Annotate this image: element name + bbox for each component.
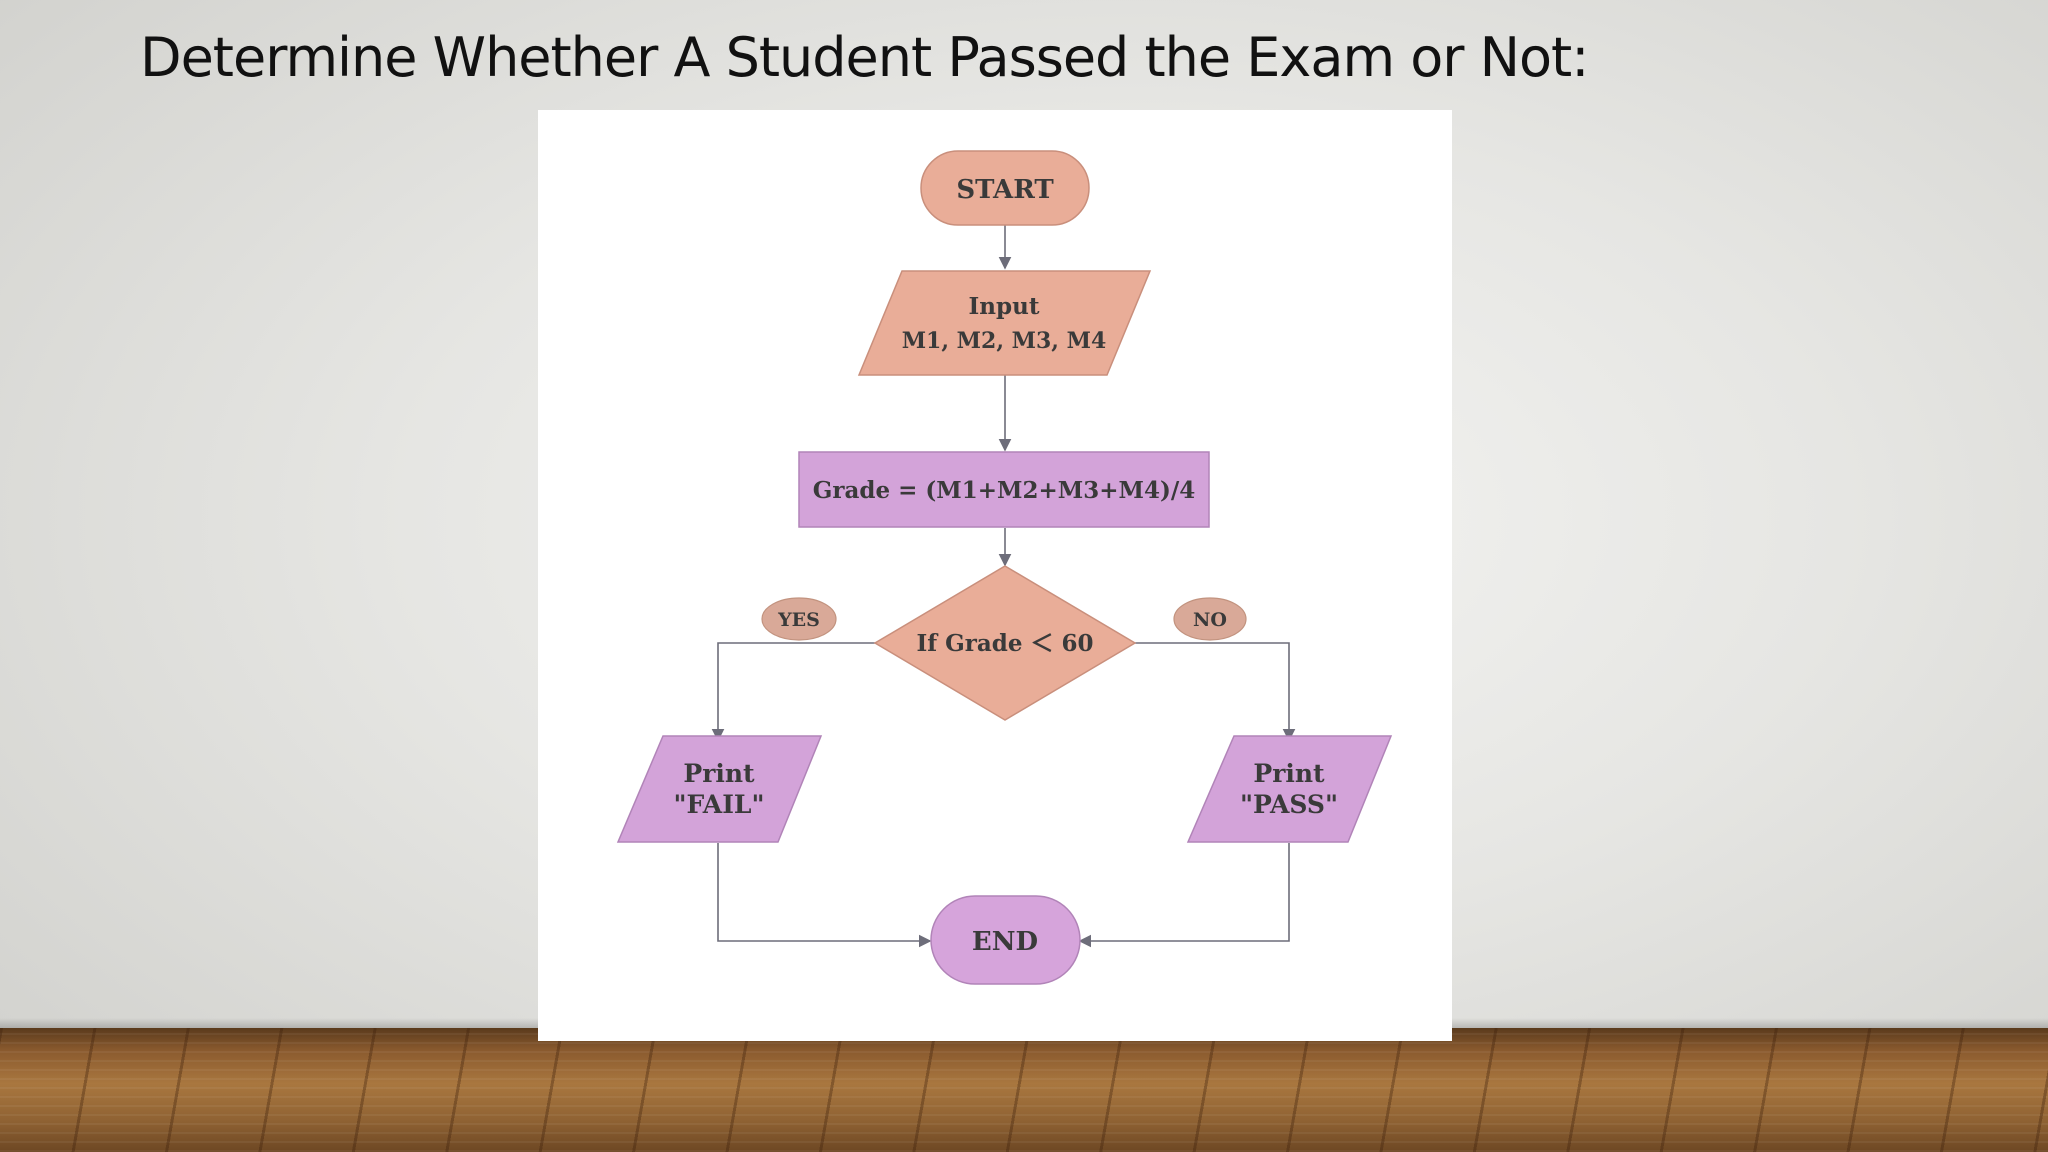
start-node: START [920,150,1090,226]
yes-badge-shape [761,597,837,641]
process-node: Grade = (M1+M2+M3+M4)/4 [798,451,1210,528]
yes-label: YES [777,609,820,631]
no-badge: NO [1173,597,1247,641]
flowchart: START Input M1, M2, M3, M4 Grade = (M1+M… [616,150,1393,985]
start-label: START [956,175,1054,205]
pass-label-line1: Print [1253,759,1325,788]
decision-node: If Grade ＜ 60 [873,565,1137,721]
yes-badge: YES [761,597,837,641]
pass-output-node: Print "PASS" [1186,735,1393,843]
end-node: END [930,895,1081,985]
pass-output-shape [1186,735,1393,843]
decision-shape [873,565,1137,721]
arrow-decision-to-fail [711,642,875,742]
input-label-line2: M1, M2, M3, M4 [902,328,1107,354]
process-label: Grade = (M1+M2+M3+M4)/4 [813,477,1196,504]
input-node: Input M1, M2, M3, M4 [857,270,1152,376]
arrow-decision-to-pass [1135,642,1296,742]
end-shape [930,895,1081,985]
fail-label-line1: Print [683,759,755,788]
connectors [711,225,1296,948]
start-shape [920,150,1090,226]
wooden-floor [0,1028,2048,1152]
process-shape [798,451,1210,528]
fail-label-line2: "FAIL" [673,790,764,819]
input-label-line1: Input [969,293,1040,320]
flowchart-panel: START Input M1, M2, M3, M4 Grade = (M1+M… [538,110,1452,1041]
decision-label: If Grade ＜ 60 [916,630,1093,657]
arrow-fail-to-end [717,843,932,948]
no-badge-shape [1173,597,1247,641]
arrow-pass-to-end [1078,843,1290,948]
fail-output-node: Print "FAIL" [616,735,823,843]
end-label: END [972,927,1038,957]
slide-title: Determine Whether A Student Passed the E… [140,26,1589,89]
no-label: NO [1193,609,1227,631]
pass-label-line2: "PASS" [1240,790,1338,819]
input-shape [857,270,1152,376]
fail-output-shape [616,735,823,843]
